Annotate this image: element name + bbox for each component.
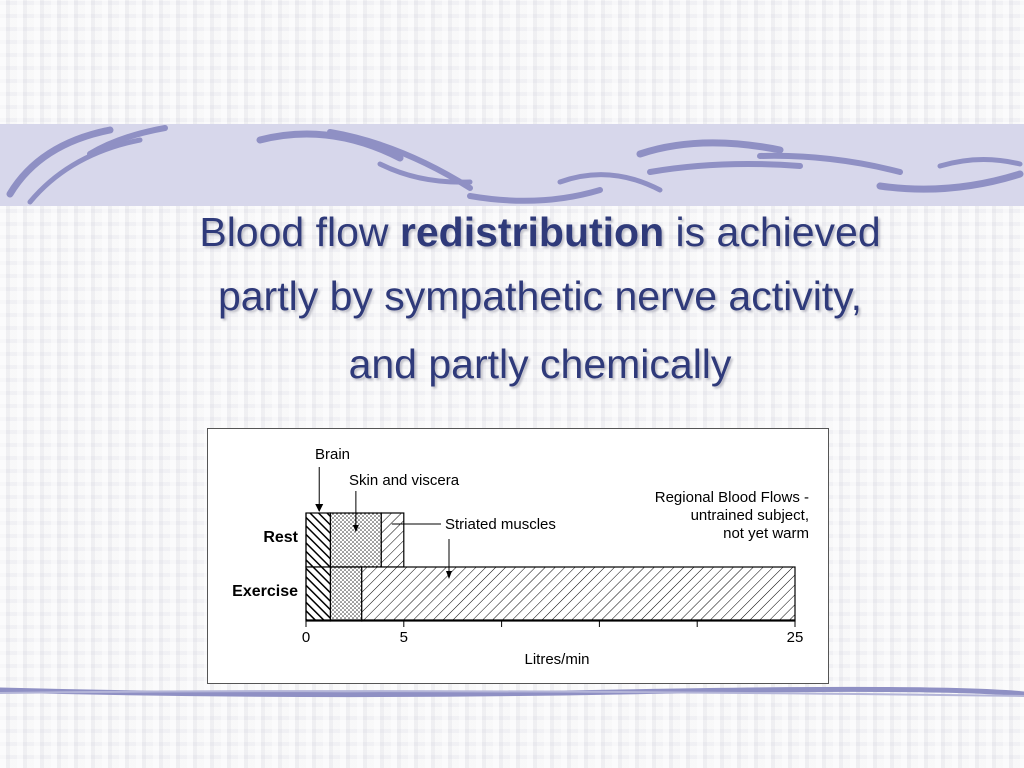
x-tick-label-0: 0 [302,629,310,646]
chart-title-line-3: not yet warm [723,525,809,542]
bottom-swoosh-line [0,686,1024,698]
title-line-1: Blood flow redistribution is achieved [199,209,881,255]
chart-title-line-2: untrained subject, [691,507,809,524]
bar-exercise-skin-and-viscera [329,566,363,622]
header-banner [0,124,1024,206]
category-label-rest: Rest [263,529,298,546]
category-label-exercise: Exercise [232,583,298,600]
arrowhead-skin-viscera [352,525,359,532]
title-line-3: and partly chemically [348,341,732,387]
title-line-2: partly by sympathetic nerve activity, [217,273,863,319]
bar-exercise-brain [305,566,332,622]
slide-title: Blood flow redistribution is achieved pa… [100,200,980,396]
arrowhead-brain [315,504,324,512]
title-emphasis: redistribution [399,209,665,255]
bar-exercise-striated-muscles [361,566,796,622]
chart-title-line-1: Regional Blood Flows - [655,489,809,506]
x-tick-label-25: 25 [787,629,804,646]
banner-swoosh-decoration [6,125,1024,205]
x-tick-label-5: 5 [400,629,408,646]
arrowhead-striated-muscles [446,571,452,579]
x-axis-label: Litres/min [524,651,589,668]
label-brain: Brain [315,446,350,463]
label-skin-viscera: Skin and viscera [349,472,460,489]
bar-rest-brain [305,512,332,568]
label-striated-muscles: Striated muscles [445,516,556,533]
bar-rest-striated-muscles [380,512,405,568]
